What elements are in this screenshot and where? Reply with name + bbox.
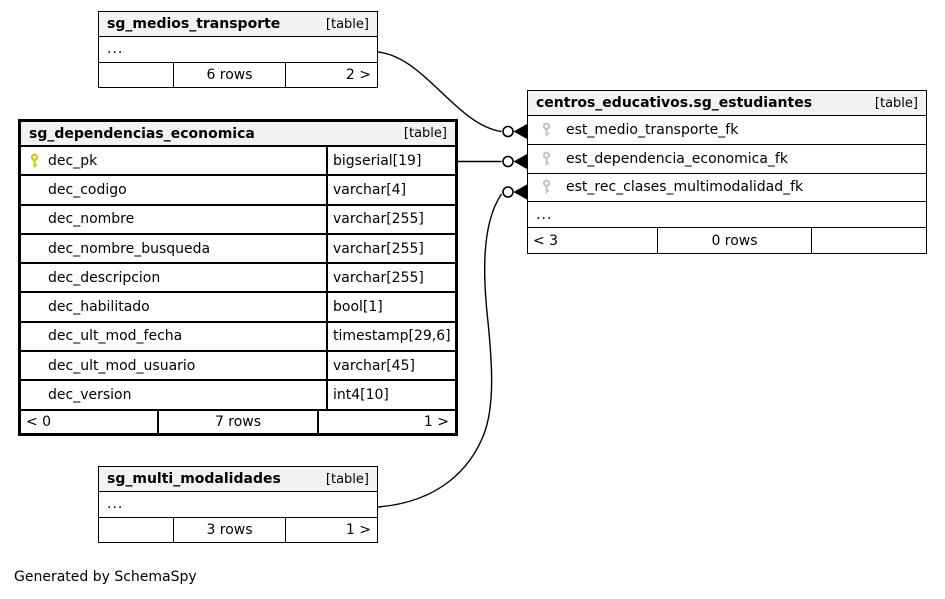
zero-one-endpoint: [502, 186, 514, 198]
column-row: dec_ult_mod_usuario varchar[45]: [21, 352, 455, 382]
table-type-tag: [table]: [874, 95, 918, 111]
footer-children-cell: 1 >: [423, 413, 449, 430]
foreign-key-icon: [541, 180, 552, 195]
table-sg-dependencias-economica: sg_dependencias_economica [table] dec_pk…: [18, 119, 458, 436]
column-type: timestamp[29,6]: [326, 322, 455, 351]
column-name: dec_habilitado: [48, 299, 150, 316]
column-name-cell: dec_descripcion: [21, 264, 326, 291]
zero-one-endpoint: [502, 125, 514, 138]
table-footer: 3 rows 1 >: [99, 517, 377, 542]
table-header[interactable]: centros_educativos.sg_estudiantes [table…: [528, 91, 926, 116]
column-name: est_dependencia_economica_fk: [566, 150, 788, 167]
column-type: varchar[255]: [326, 264, 455, 292]
column-name: dec_ult_mod_fecha: [48, 328, 183, 345]
footer-parents-cell: < 0: [21, 410, 159, 433]
column-name-cell: dec_ult_mod_fecha: [21, 323, 326, 350]
column-name-cell: est_rec_clases_multimodalidad_fk: [528, 174, 926, 202]
footer-children-cell: 1 >: [345, 521, 371, 538]
column-type: varchar[255]: [326, 205, 455, 233]
column-name-cell: est_dependencia_economica_fk: [528, 145, 926, 173]
column-name: dec_ult_mod_usuario: [48, 357, 196, 374]
footer-rowcount-cell: 0 rows: [658, 228, 812, 254]
columns-ellipsis: ...: [528, 202, 926, 229]
table-footer: < 0 7 rows 1 >: [21, 410, 455, 433]
column-row: dec_nombre varchar[255]: [21, 205, 455, 235]
table-type-tag: [table]: [325, 471, 369, 487]
footer-parents-cell: [99, 62, 174, 87]
columns-ellipsis: ...: [99, 37, 377, 63]
crowsfoot-marker: [513, 154, 527, 169]
column-name: est_rec_clases_multimodalidad_fk: [566, 179, 804, 196]
foreign-key-icon: [541, 122, 552, 137]
crowsfoot-marker: [513, 184, 527, 200]
column-row: dec_nombre_busqueda varchar[255]: [21, 234, 455, 265]
fk-column-row: est_rec_clases_multimodalidad_fk: [528, 174, 926, 203]
column-name-cell: dec_version: [21, 381, 326, 408]
column-type: varchar[45]: [326, 352, 455, 380]
column-row: dec_version int4[10]: [21, 381, 455, 411]
footer-parents-cell: < 3: [528, 228, 658, 254]
column-type: varchar[4]: [326, 176, 455, 204]
column-row: dec_descripcion varchar[255]: [21, 264, 455, 294]
table-title[interactable]: centros_educativos.sg_estudiantes: [536, 95, 813, 111]
table-header[interactable]: sg_multi_modalidades [table]: [99, 467, 377, 492]
column-type: bigserial[19]: [326, 147, 455, 175]
footer-children-cell: [812, 228, 926, 253]
zero-one-endpoint: [502, 155, 514, 168]
table-title[interactable]: sg_medios_transporte: [107, 16, 281, 32]
column-name-cell: dec_nombre: [21, 206, 326, 233]
foreign-key-icon: [541, 151, 552, 166]
column-name: dec_descripcion: [48, 269, 161, 286]
column-row: dec_ult_mod_fecha timestamp[29,6]: [21, 322, 455, 353]
column-name-cell: dec_ult_mod_usuario: [21, 352, 326, 379]
column-name-cell: dec_codigo: [21, 176, 326, 203]
column-row: dec_pk bigserial[19]: [21, 147, 455, 177]
column-type: int4[10]: [326, 381, 455, 409]
column-name: dec_nombre: [48, 211, 135, 228]
table-footer: 6 rows 2 >: [99, 62, 377, 87]
table-title[interactable]: sg_multi_modalidades: [107, 471, 281, 487]
footer-rowcount-cell: 7 rows: [159, 410, 319, 433]
column-name-cell: dec_pk: [21, 147, 326, 174]
table-type-tag: [table]: [403, 126, 447, 141]
generator-credit: Generated by SchemaSpy: [14, 569, 197, 585]
column-type: bool[1]: [326, 293, 455, 321]
table-sg-medios-transporte: sg_medios_transporte [table] ... 6 rows …: [98, 11, 378, 88]
column-name-cell: dec_habilitado: [21, 293, 326, 320]
fk-column-row: est_dependencia_economica_fk: [528, 145, 926, 174]
crowsfoot-marker: [513, 124, 527, 139]
table-centros-educativos-sg-estudiantes: centros_educativos.sg_estudiantes [table…: [527, 90, 927, 254]
table-header[interactable]: sg_medios_transporte [table]: [99, 12, 377, 37]
column-name: est_medio_transporte_fk: [566, 121, 739, 138]
footer-children-cell: 2 >: [345, 66, 371, 83]
column-name-cell: est_medio_transporte_fk: [528, 116, 926, 144]
fk-column-row: est_medio_transporte_fk: [528, 116, 926, 145]
footer-parents-cell: [99, 517, 174, 542]
footer-rowcount-cell: 3 rows: [174, 517, 286, 542]
columns-ellipsis: ...: [99, 492, 377, 518]
column-name: dec_codigo: [48, 181, 127, 198]
primary-key-icon: [29, 153, 40, 168]
column-name-cell: dec_nombre_busqueda: [21, 235, 326, 262]
table-type-tag: [table]: [325, 16, 369, 32]
table-title[interactable]: sg_dependencias_economica: [29, 125, 255, 142]
column-name: dec_version: [48, 387, 132, 404]
column-row: dec_habilitado bool[1]: [21, 293, 455, 323]
table-footer: < 3 0 rows: [528, 228, 926, 254]
table-sg-multi-modalidades: sg_multi_modalidades [table] ... 3 rows …: [98, 466, 378, 543]
table-header[interactable]: sg_dependencias_economica [table]: [21, 122, 455, 147]
column-name: dec_nombre_busqueda: [48, 240, 211, 257]
column-row: dec_codigo varchar[4]: [21, 176, 455, 206]
column-type: varchar[255]: [326, 234, 455, 263]
footer-rowcount-cell: 6 rows: [174, 62, 286, 87]
column-name: dec_pk: [48, 152, 98, 169]
